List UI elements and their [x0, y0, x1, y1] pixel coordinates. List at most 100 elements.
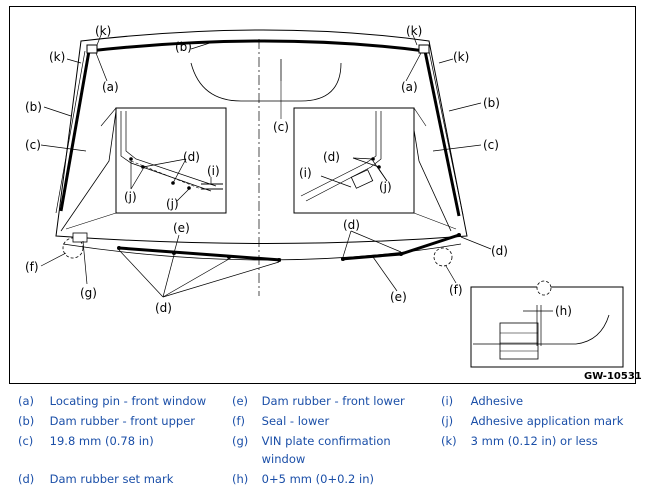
inset-block [499, 322, 539, 360]
set-mark-lower-left-3 [227, 255, 231, 259]
legend-item-h: (h) 0+5 mm (0+0.2 in) [232, 470, 374, 488]
seal-lower-right [433, 247, 453, 267]
callout-b-right: (b) [483, 96, 500, 110]
leader-d-lower-left-4 [162, 261, 280, 298]
inset-reference-circle [536, 280, 552, 296]
legend-item-c: (c) 19.8 mm (0.78 in) [18, 432, 154, 450]
callout-k-top-right: (k) [406, 24, 422, 38]
leader-d-lower-left-2 [162, 254, 175, 298]
callout-d-lower-left: (d) [155, 301, 172, 315]
legend-item-e: (e) Dam rubber - front lower [232, 392, 405, 410]
dam-rubber-left-side [59, 50, 91, 212]
callout-i-detail-left: (i) [207, 164, 220, 178]
dam-rubber-lower-left [118, 246, 282, 262]
legend-text: Dam rubber set mark [49, 472, 174, 486]
callout-j-detail-left-1: (j) [124, 190, 137, 204]
callout-j-detail-right: (j) [379, 180, 392, 194]
detail-left-mark-1 [129, 157, 133, 161]
detail-left-leader-j3 [176, 188, 190, 202]
legend-key: (b) [18, 414, 35, 428]
leader-a-left [95, 52, 108, 82]
legend-item-j: (j) Adhesive application mark [441, 412, 623, 430]
detail-right-leader-d2 [352, 157, 380, 168]
callout-f-right: (f) [449, 283, 463, 297]
detail-left-leader-d1 [142, 158, 187, 168]
legend-text: Adhesive [470, 394, 524, 408]
leader-b-right [448, 102, 482, 112]
legend-key: (k) [441, 434, 457, 448]
legend-text: VIN plate confirmation window [261, 434, 391, 466]
leader-e-right [372, 256, 398, 292]
leader-e-left [173, 234, 180, 254]
callout-f-left: (f) [25, 260, 39, 274]
callout-a-right: (a) [401, 80, 418, 94]
legend-item-d: (d) Dam rubber set mark [18, 470, 173, 488]
leader-k-top-left [96, 34, 102, 46]
callout-d-detail-right: (d) [323, 150, 340, 164]
callout-c-left: (c) [25, 138, 41, 152]
leader-d-lower-right-1 [342, 230, 352, 258]
detail-left-mark-4 [187, 186, 191, 190]
dam-inner-right [428, 50, 464, 216]
leader-d-lower-right-3 [460, 236, 492, 250]
detail-left-leader-d2 [172, 158, 187, 184]
set-mark-lower-left-4 [277, 258, 281, 262]
detail-left-connector-bottom [65, 212, 117, 230]
callout-i-detail-right: (i) [299, 166, 312, 180]
callout-c-right: (c) [483, 138, 499, 152]
legend-text: 0+5 mm (0+0.2 in) [261, 472, 374, 486]
legend-key: (a) [18, 394, 35, 408]
legend-text: 19.8 mm (0.78 in) [49, 434, 154, 448]
callout-e-right: (e) [390, 290, 407, 304]
callout-d-lower-right: (d) [343, 218, 360, 232]
dam-rubber-upper [88, 39, 426, 53]
leader-g [82, 240, 88, 285]
legend-key: (e) [232, 394, 249, 408]
detail-right-plate [350, 169, 374, 189]
legend-item-a: (a) Locating pin - front window [18, 392, 206, 410]
mirror-bump [190, 62, 342, 102]
leader-c-left [40, 144, 87, 152]
diagram-frame: (k) (k) (b) (k) (k) (a) (a) (b) (b) (c) … [9, 6, 642, 384]
legend-key: (d) [18, 472, 35, 486]
detail-right-leader-j2 [378, 168, 388, 182]
leader-a-right [405, 52, 422, 82]
callout-h: (h) [555, 304, 572, 318]
leader-d-lower-left-3 [162, 258, 230, 298]
callout-k-side-right: (k) [453, 50, 469, 64]
legend: (a) Locating pin - front window (b) Dam … [0, 388, 645, 495]
leader-b-top [190, 40, 217, 50]
detail-window-left [115, 107, 227, 214]
legend-text: Dam rubber - front lower [261, 394, 405, 408]
leader-c-right [432, 144, 482, 152]
legend-key: (f) [232, 414, 246, 428]
legend-key: (h) [232, 472, 249, 486]
leader-k-side-left [66, 58, 82, 64]
legend-item-i: (i) Adhesive [441, 392, 523, 410]
leader-d-lower-left-1 [118, 249, 164, 298]
locating-pin-right [418, 44, 430, 54]
legend-text: 3 mm (0.12 in) or less [470, 434, 598, 448]
set-mark-lower-left-1 [117, 246, 121, 250]
legend-item-b: (b) Dam rubber - front upper [18, 412, 195, 430]
dam-inner-left [55, 50, 86, 214]
callout-c-center: (c) [273, 120, 289, 134]
legend-item-f: (f) Seal - lower [232, 412, 329, 430]
locating-pin-left [86, 44, 98, 54]
figure-id: GW-10531 [584, 371, 642, 382]
callout-g: (g) [80, 286, 97, 300]
detail-right-connector-top [413, 107, 427, 127]
detail-right-leader-d1 [352, 157, 374, 160]
inset-box [470, 286, 624, 368]
callout-b-left: (b) [25, 100, 42, 114]
inner-trim-left [60, 110, 117, 232]
detail-left-glass [120, 111, 217, 192]
legend-key: (i) [441, 394, 454, 408]
legend-text: Dam rubber - front upper [49, 414, 196, 428]
legend-text: Adhesive application mark [470, 414, 624, 428]
callout-k-top-left: (k) [95, 24, 111, 38]
detail-right-glass [300, 111, 382, 202]
callout-d-far-right: (d) [491, 244, 508, 258]
leader-d-lower-right-2 [350, 230, 402, 253]
leader-k-top-right [412, 34, 418, 46]
